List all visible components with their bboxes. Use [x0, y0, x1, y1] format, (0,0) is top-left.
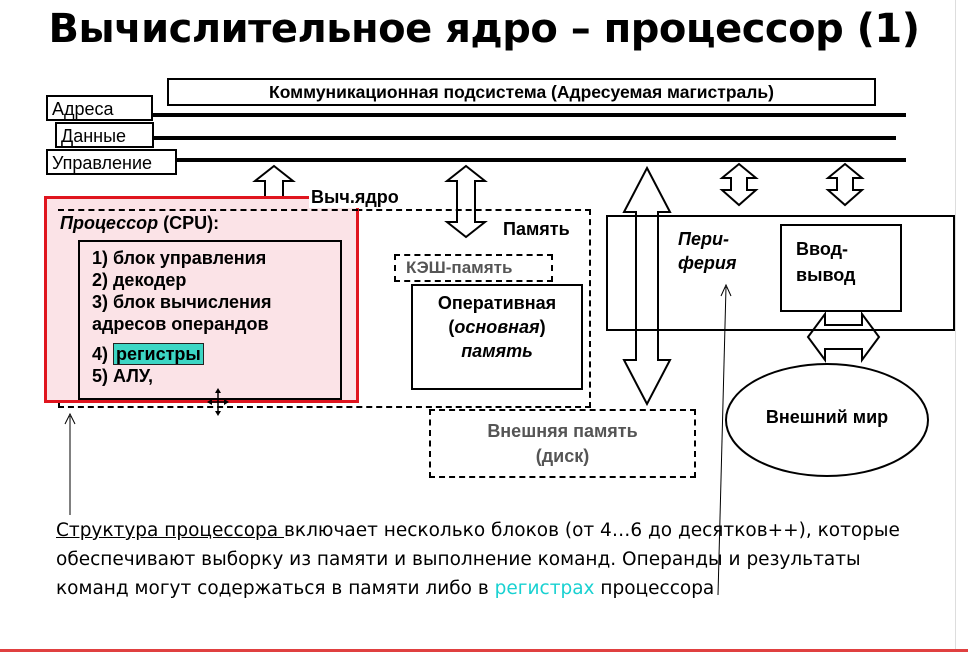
cache-box: КЭШ-память	[394, 254, 553, 282]
external-memory-line2: (диск)	[535, 446, 590, 466]
external-memory-label: Внешняя память (диск)	[431, 419, 694, 469]
cpu-item-registers: 4) регистры	[92, 343, 272, 365]
periphery-line1: Пери-	[678, 229, 729, 249]
bus-label-address: Адреса	[46, 95, 153, 121]
ram-line1: Оперативная	[437, 293, 557, 313]
pointer-head-cpu	[64, 412, 76, 425]
double-arrow-memory	[444, 164, 488, 239]
double-arrow-world	[806, 310, 881, 364]
registers-highlight: регистры	[113, 343, 204, 365]
description-part2: процессора	[594, 578, 715, 599]
memory-label: Память	[503, 219, 570, 239]
pointer-line-periphery	[717, 286, 727, 596]
cpu-item-control-unit: 1) блок управления	[92, 248, 267, 268]
ram-italic: основная	[454, 317, 540, 337]
registers-link[interactable]: регистрах	[494, 578, 595, 599]
external-memory-box: Внешняя память (диск)	[429, 409, 696, 478]
periphery-label: Пери- ферия	[678, 227, 737, 275]
periphery-box	[606, 215, 955, 331]
double-arrow-periphery	[719, 162, 759, 207]
cpu-label-rest: (CPU):	[158, 213, 220, 233]
cpu-item-registers-num: 4)	[92, 344, 114, 364]
slide-bottom-border	[0, 649, 968, 652]
periphery-line2: ферия	[678, 253, 737, 273]
double-arrow-io	[825, 162, 865, 207]
slide-right-edge	[955, 0, 956, 652]
cpu-item-address-calc: 3) блок вычисления	[92, 292, 272, 312]
ram-line2: (основная)	[413, 315, 581, 339]
cursor-icon	[207, 388, 229, 416]
io-line1: Ввод-	[796, 239, 849, 259]
core-label: Выч.ядро	[309, 187, 401, 208]
cpu-label-italic: Процессор	[60, 213, 159, 233]
bus-title-box: Коммуникационная подсистема (Адресуемая …	[167, 78, 876, 106]
external-world-label: Внешний мир	[765, 407, 889, 427]
ram-close-paren: )	[539, 317, 546, 337]
slide-title: Вычислительное ядро – процессор (1)	[48, 6, 920, 52]
core-boundary-top-segment	[58, 209, 358, 211]
io-label: Ввод- вывод	[796, 236, 855, 288]
cpu-item-address-calc-2: адресов операндов	[92, 314, 269, 334]
ram-open-paren: (	[448, 317, 455, 337]
cpu-item-alu: 5) АЛУ,	[92, 366, 154, 386]
external-world-ellipse	[725, 363, 929, 477]
structure-link[interactable]: Структура процессора	[56, 520, 284, 541]
cpu-items-box: 1) блок управления 2) декодер 3) блок вы…	[78, 240, 342, 400]
pointer-head-periphery	[720, 283, 732, 297]
bus-label-control: Управление	[46, 149, 177, 175]
ram-box: Оперативная (основная) память	[411, 284, 583, 390]
description-part1: включает несколько блоков (от 4…6 до дес…	[56, 520, 900, 599]
description-paragraph: Структура процессора включает несколько …	[56, 516, 936, 603]
cpu-items-list: 1) блок управления 2) декодер 3) блок вы…	[92, 247, 272, 387]
ram-line3: память	[461, 341, 533, 361]
cpu-label: Процессор (CPU):	[60, 213, 219, 234]
cache-label: КЭШ-память	[406, 258, 513, 277]
cpu-item-decoder: 2) декодер	[92, 270, 187, 290]
bus-title: Коммуникационная подсистема (Адресуемая …	[269, 82, 774, 102]
ram-label: Оперативная (основная) память	[413, 291, 581, 363]
double-arrow-external-memory	[622, 165, 672, 407]
external-memory-line1: Внешняя память	[487, 421, 638, 441]
bus-label-data: Данные	[55, 122, 154, 148]
io-box: Ввод- вывод	[780, 224, 902, 312]
io-line2: вывод	[796, 265, 856, 285]
